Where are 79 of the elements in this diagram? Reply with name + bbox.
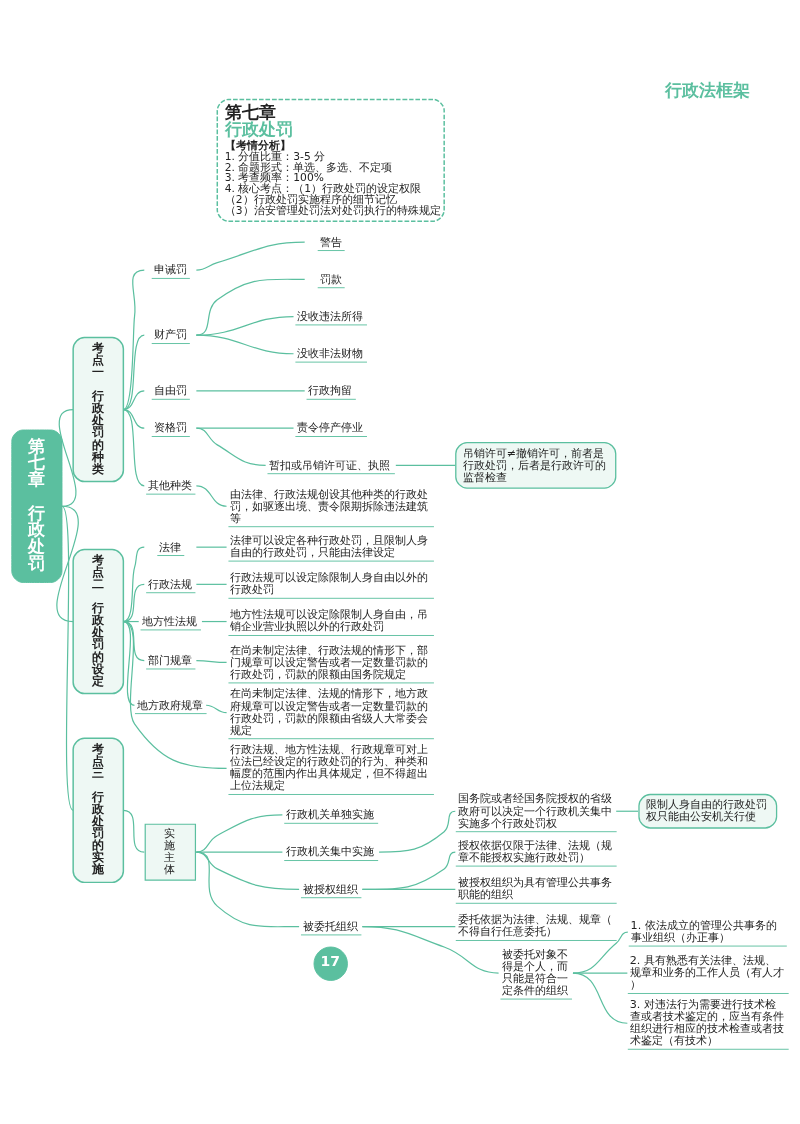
connector: [195, 278, 306, 336]
connector: [195, 583, 228, 585]
connector: [615, 810, 639, 812]
node-text: 行政法规、地方性法规、行政规章可对上位法已经设定的行政处罚的行为、种类和幅度的范围内作出具体规定，但不得超出上位法规定: [230, 742, 429, 792]
node-text: 警告: [319, 235, 342, 249]
connector: [195, 241, 306, 271]
node-text: 地方性法规: [142, 614, 198, 628]
node-box: 实施主体: [144, 823, 197, 881]
node-text: 资格罚: [153, 420, 187, 434]
node-text: 被委托对象不得是个人，而只能是符合一定条件的组织: [502, 947, 569, 997]
node-text: 法律: [159, 540, 182, 553]
connector: [378, 810, 456, 853]
connector: [195, 427, 295, 429]
node-text: 罚款: [319, 272, 342, 286]
connector: [122, 620, 136, 706]
connector: [195, 813, 283, 853]
connector: [122, 809, 145, 853]
node-box: 考点三 行政处罚的实施: [72, 737, 125, 883]
node-text: 在尚未制定法律、法规的情形下，地方政府规章可以设定警告或者一定数量罚款的行政处罚，罚款的限额由省级人大常委会规定: [230, 686, 429, 737]
node-text: 责令停产停业: [297, 420, 364, 434]
node-text: 行政机关集中实施: [286, 845, 375, 858]
node-box: 第七章 行政处罚 【考情分析】 1. 分值比重：3-5 分 2. 命题形式：单选、多选、不定项 3. 考查频率：100% 4. 核心考点：（1）行政处罚的设定权限 （2）行政处罚实施程序的细节记忆 （3）治安管理处罚法对处罚执行的特殊规定: [216, 98, 445, 222]
connector: [195, 427, 267, 466]
connector: [61, 505, 74, 811]
connector: [572, 971, 628, 1024]
connector: [195, 334, 295, 354]
connector: [195, 546, 228, 548]
connector: [195, 851, 300, 927]
label: 行政法框架: [665, 79, 751, 100]
connector: [122, 268, 145, 410]
connector: [58, 408, 77, 507]
node-text: 2. 具有熟悉有关法律、法规、规章和业务的工作人员（有人才）: [629, 953, 784, 991]
connector: [361, 925, 500, 974]
connector: [122, 334, 145, 410]
node-box: 考点一 行政处罚的种类: [72, 336, 125, 482]
node-text: 行政法规可以设定除限制人身自由以外的行政处罚: [230, 570, 429, 596]
connector: [56, 505, 79, 622]
node-box: 考点二 行政处罚的设定: [72, 548, 125, 694]
connector: [195, 315, 295, 336]
connector: [361, 888, 456, 890]
node-circle: 17: [313, 946, 348, 981]
node-text: 行政拘留: [308, 383, 353, 397]
node-text: 法律可以设定各种行政处罚，且限制人身自由的行政处罚，只能由法律设定: [230, 533, 429, 559]
connector: [361, 851, 456, 890]
connector: [201, 620, 228, 622]
node-box: 限制人身自由的行政处罚权只能由公安机关行使: [638, 793, 778, 829]
node-text: 国务院或者经国务院授权的省级政府可以决定一个行政机关集中实施多个行政处罚权: [457, 792, 612, 830]
connector: [195, 389, 306, 392]
node-box: 第七章 行政处罚: [11, 429, 63, 583]
node-text: 由法律、行政法规创设其他种类的行政处罚，如驱逐出境、责令限期拆除违法建筑等: [230, 487, 429, 525]
node-text: 没收违法所得: [297, 309, 364, 323]
node-text: 在尚未制定法律、行政法规的情形下，部门规章可以设定警告或者一定数量罚款的行政处罚，罚款的限额由国务院规定: [230, 643, 429, 681]
connector: [195, 484, 228, 507]
node-text: 暂扣或吊销许可证、执照: [269, 458, 391, 472]
connector: [205, 704, 228, 713]
node-text: 自由罚: [153, 383, 187, 397]
node-text: 行政法规: [148, 577, 193, 591]
node-text: 3. 对违法行为需要进行技术检查或者技术鉴定的，应当有条件组织进行相应的技术检查或者技术鉴定（有技术）: [629, 997, 784, 1047]
node-box: 吊销许可≠撤销许可，前者是行政处罚，后者是行政许可的监督检查: [455, 441, 617, 489]
node-text: 其他种类: [148, 478, 193, 492]
connector: [395, 464, 456, 466]
node-text: 没收非法财物: [297, 346, 364, 360]
node-text: 地方政府规章: [136, 698, 203, 712]
node-text: 行政机关单独实施: [286, 807, 375, 821]
node-text: 财产罚: [153, 328, 187, 341]
node-text: 申诫罚: [153, 262, 187, 276]
connector: [195, 659, 228, 663]
node-text: 被授权组织为具有管理公共事务职能的组织: [457, 875, 612, 901]
node-text: 地方性法规可以设定除限制人身自由，吊销企业营业执照以外的行政处罚: [230, 607, 429, 633]
node-text: 授权依据仅限于法律、法规（规章不能授权实施行政处罚）: [457, 838, 612, 864]
connector: [572, 971, 628, 974]
node-text: 被授权组织: [302, 882, 358, 896]
connector: [122, 408, 145, 486]
node-text: 1. 依法成立的管理公共事务的事业组织（办正事）: [630, 918, 777, 944]
connector: [572, 931, 629, 974]
node-text: 部门规章: [148, 653, 193, 667]
connector: [122, 389, 145, 410]
node-text: 被委托组织: [302, 919, 358, 933]
node-text: 委托依据为法律、法规、规章（不得自行任意委托）: [457, 912, 612, 938]
